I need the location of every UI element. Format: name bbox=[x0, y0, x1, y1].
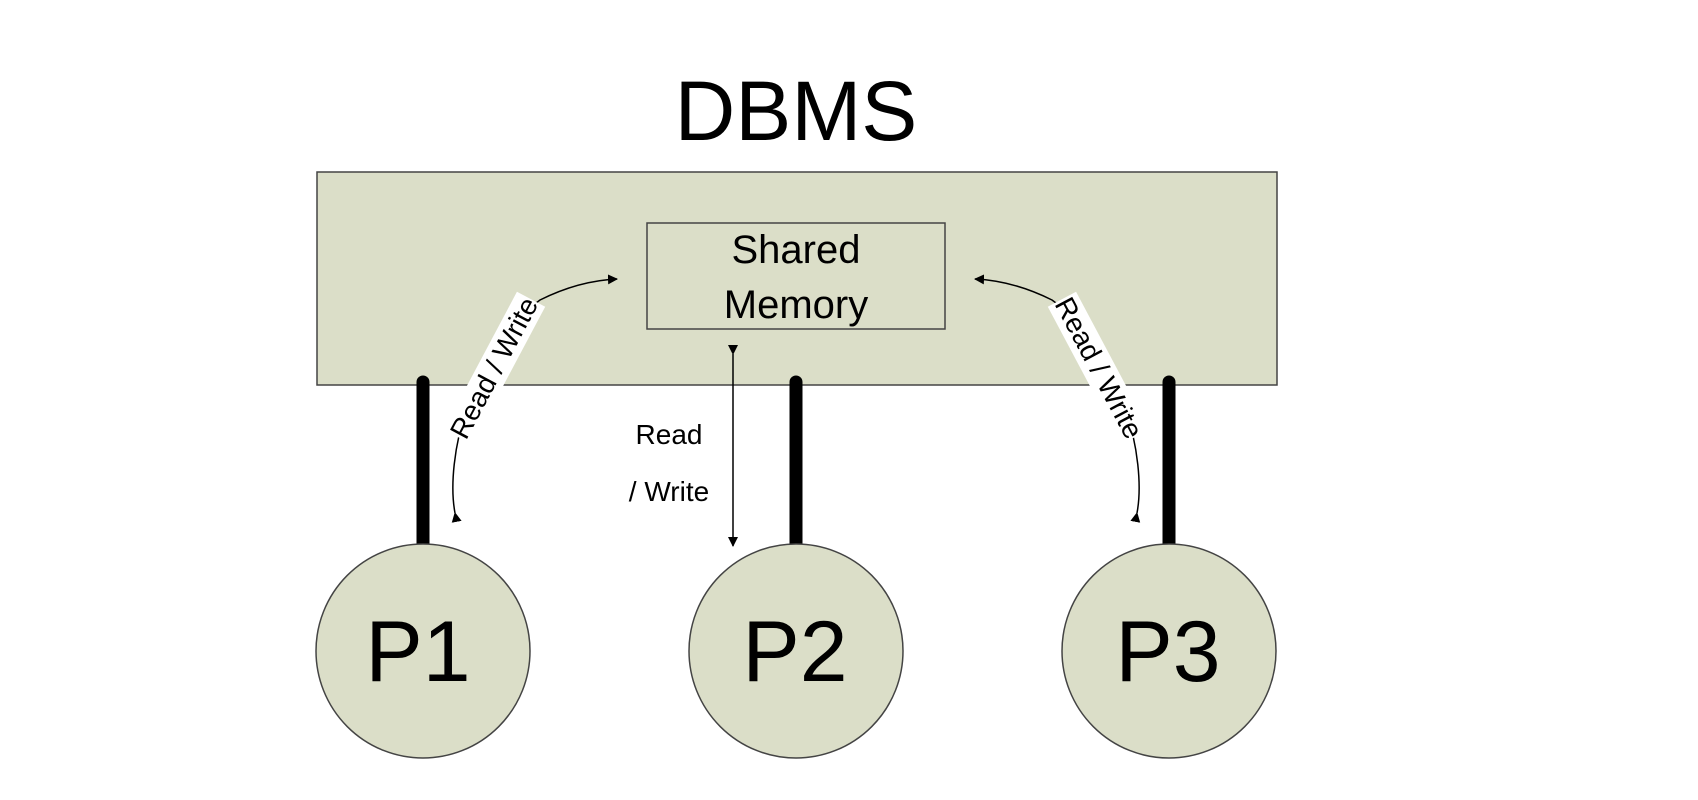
process-label-p3: P3 bbox=[1115, 604, 1220, 700]
process-circle-p1 bbox=[315, 543, 531, 759]
right-label-bg bbox=[1047, 291, 1150, 445]
process-label-p1: P1 bbox=[365, 604, 470, 700]
shared-memory-label-line1: Shared bbox=[732, 228, 861, 272]
process-circle-p3 bbox=[1061, 543, 1277, 759]
center-write-label: / Write bbox=[629, 476, 709, 507]
process-label-p2: P2 bbox=[742, 604, 847, 700]
dbms-title: DBMS bbox=[675, 64, 918, 158]
left-label-bg bbox=[443, 291, 546, 445]
shared-memory-label-line2: Memory bbox=[724, 283, 868, 327]
process-circle-p2 bbox=[688, 543, 904, 759]
shared-memory-box bbox=[646, 222, 946, 330]
center-read-label: Read bbox=[636, 419, 703, 450]
